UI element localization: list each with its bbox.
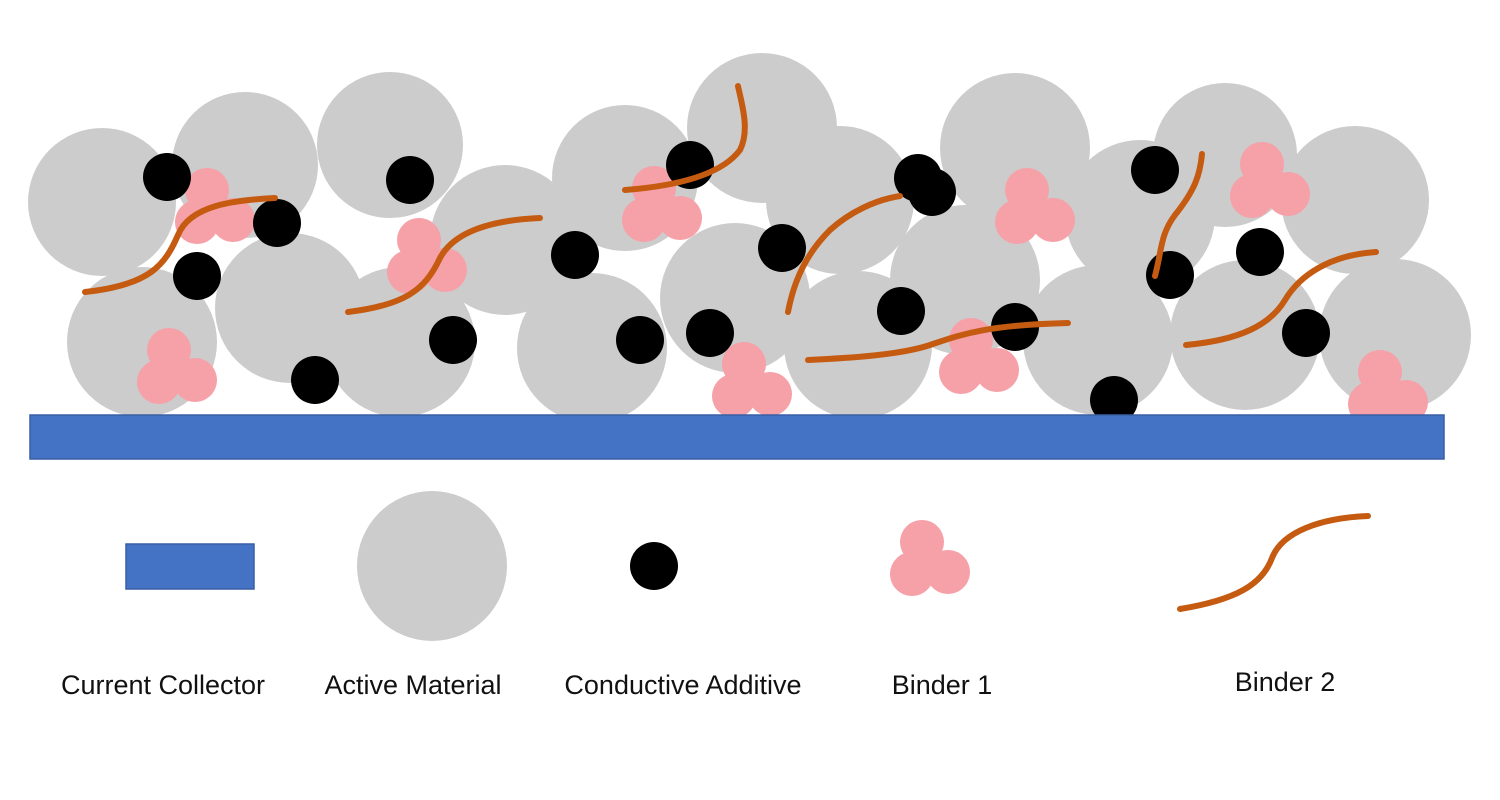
binder-2-fiber [345, 215, 543, 315]
conductive-additive-dot [1282, 309, 1330, 357]
legend-label-binder-1: Binder 1 [892, 670, 993, 700]
legend-label-active-material: Active Material [324, 670, 501, 700]
active-material-particle [317, 72, 463, 218]
active-material-particle [1023, 265, 1173, 415]
binder-2-fiber [1183, 249, 1379, 348]
conductive-additive-dot [877, 287, 925, 335]
active-material-particle [1281, 126, 1429, 274]
active-material-particle [28, 128, 176, 276]
binder-2-layer [82, 83, 1379, 363]
binder-1-cluster [995, 168, 1075, 244]
binder-1-cluster [712, 342, 792, 418]
electrode-composite [28, 53, 1471, 426]
conductive-additive-dot [291, 356, 339, 404]
conductive-additive-dot [551, 231, 599, 279]
active-material-particle [940, 73, 1090, 223]
conductive-additive-dot [686, 309, 734, 357]
current-collector-foil [29, 414, 1445, 460]
binder-1-cluster [1230, 142, 1310, 218]
active-material-particle [325, 267, 475, 417]
binder-1-cluster [939, 318, 1019, 394]
active-material-particle [430, 165, 580, 315]
conductive-additive-dot [616, 316, 664, 364]
binder-1-layer [137, 142, 1428, 426]
legend-label-current-collector: Current Collector [61, 670, 265, 700]
conductive-additive-layer [143, 141, 1330, 424]
active-material-particle [517, 273, 667, 423]
active-material-particle [1319, 259, 1471, 411]
conductive-additive-dot [908, 168, 956, 216]
conductive-additive-dot [253, 199, 301, 247]
legend-label-conductive-additive: Conductive Additive [564, 670, 801, 700]
conductive-additive-dot [1236, 228, 1284, 276]
current-collector-icon [125, 543, 255, 590]
binder-2-fiber [82, 195, 278, 295]
conductive-additive-icon [630, 542, 678, 590]
conductive-additive-dot [1090, 376, 1138, 424]
conductive-additive-dot [429, 316, 477, 364]
legend-label-binder-2: Binder 2 [1235, 667, 1336, 697]
binder-2-fiber [1152, 151, 1205, 279]
active-material-icon [357, 491, 507, 641]
conductive-additive-dot [1131, 146, 1179, 194]
conductive-additive-dot [143, 153, 191, 201]
conductive-additive-dot [758, 224, 806, 272]
conductive-additive-dot [386, 156, 434, 204]
binder-2-fiber [805, 320, 1071, 363]
binder-1-cluster [137, 328, 217, 404]
binder-2-fiber [785, 193, 903, 315]
binder-2-fiber [622, 83, 748, 193]
conductive-additive-dot [173, 252, 221, 300]
binder-2-icon [1177, 513, 1371, 612]
binder-1-icon [890, 520, 970, 596]
legend: Current Collector Active Material Conduc… [61, 491, 1371, 700]
